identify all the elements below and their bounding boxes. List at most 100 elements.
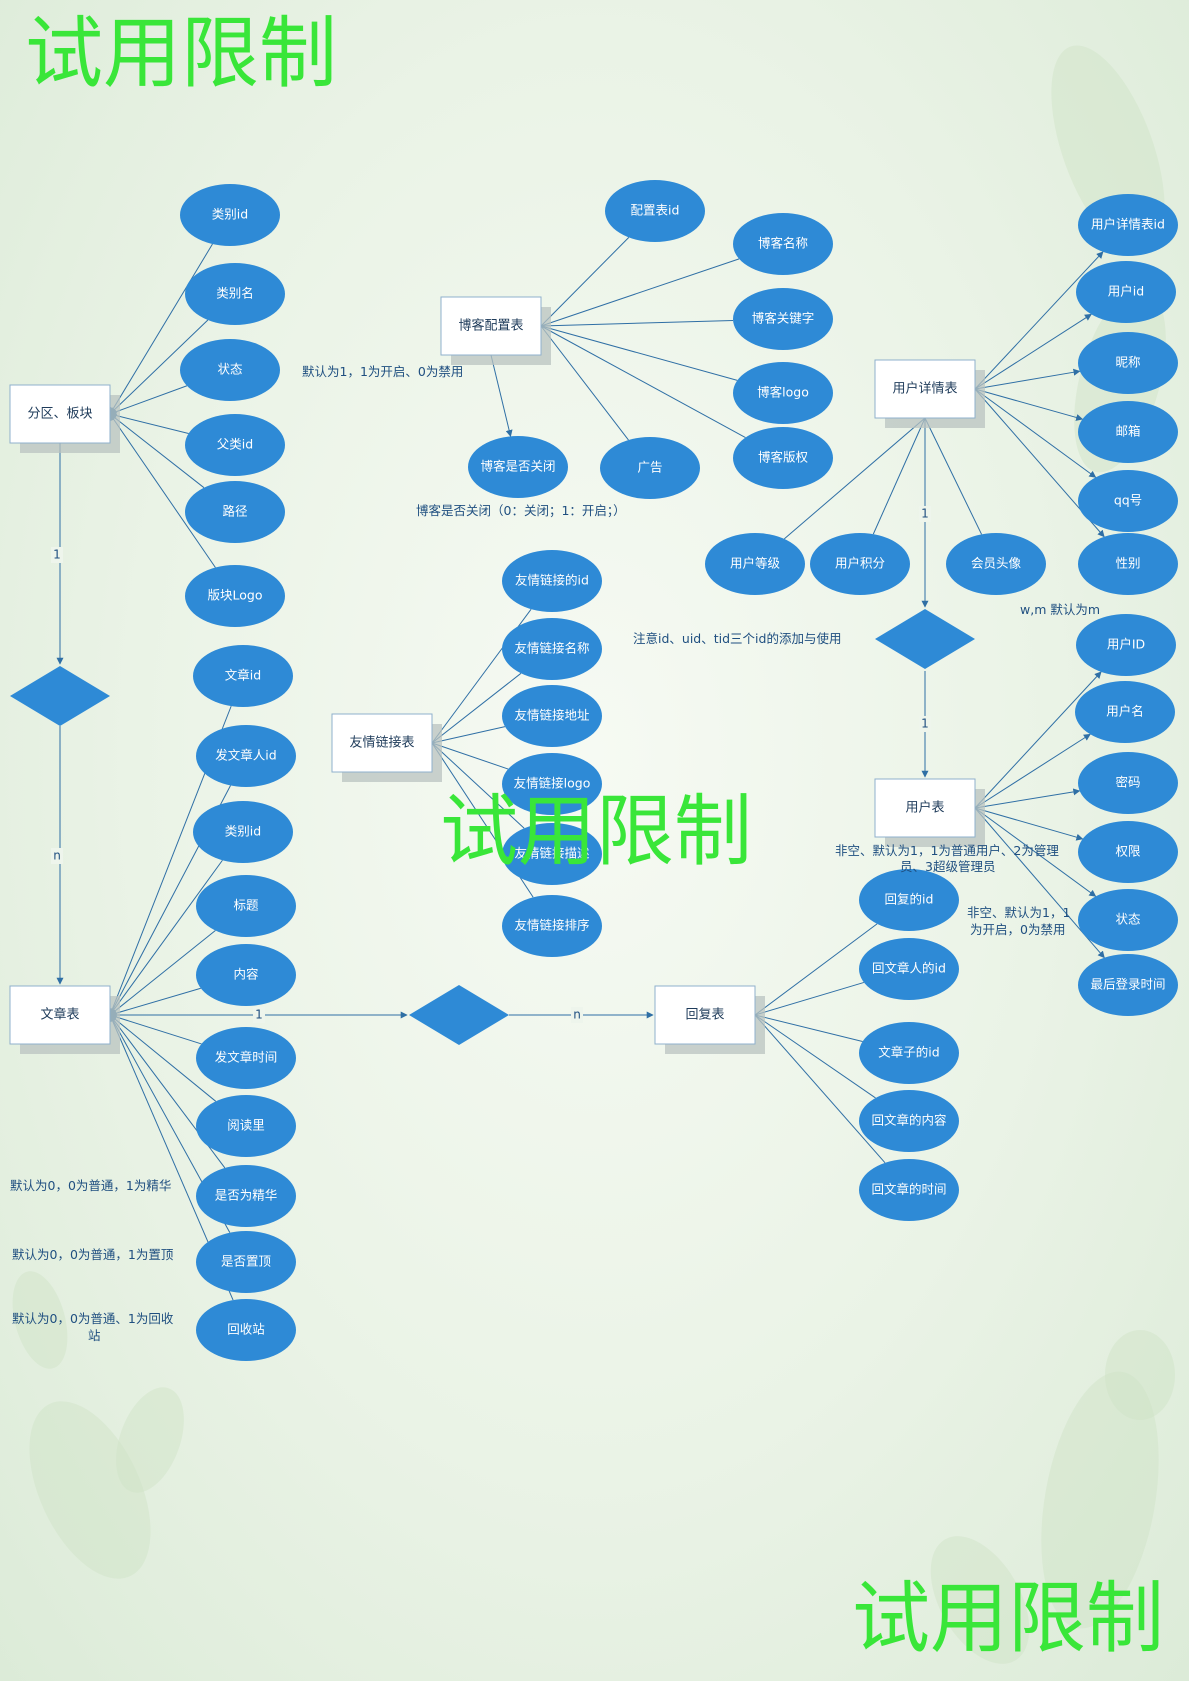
attribute-yonghuxiangqing-3: 邮箱 — [1078, 401, 1178, 463]
attribute-yonghu-1: 用户名 — [1075, 681, 1175, 743]
attribute-youqing-1: 友情链接名称 — [502, 618, 602, 680]
entity-box — [874, 778, 976, 838]
edge-bokepeizhi-attr-6 — [490, 354, 513, 438]
attribute-yonghuxiangqing-5: 性别 — [1078, 533, 1178, 595]
note-essence: 默认为0，0为普通，1为精华 — [10, 1178, 171, 1193]
entity-label: 友情链接表 — [349, 735, 414, 751]
relationship-diamond-r_wenzhang_huifu — [409, 985, 509, 1045]
attribute-label: 博客名称 — [758, 236, 808, 251]
edge-yonghuxiangqing-attr-7 — [872, 417, 926, 535]
attribute-label: 性别 — [1115, 556, 1140, 571]
entity-label: 博客配置表 — [458, 318, 523, 334]
entity-box — [9, 985, 111, 1045]
entity-box — [9, 384, 111, 444]
attribute-wenzhang-8: 是否置顶 — [196, 1231, 296, 1293]
attribute-yonghuxiangqing-6: 用户等级 — [705, 533, 805, 595]
attribute-wenzhang-7: 是否为精华 — [196, 1165, 296, 1227]
edge-yonghu-attr-2 — [974, 788, 1081, 809]
attribute-label: 父类id — [217, 437, 253, 452]
attribute-label: 广告 — [637, 460, 662, 475]
edge-youqing-attr-3 — [431, 742, 509, 770]
edge-yonghu-attr-1 — [974, 733, 1091, 809]
attribute-label: 文章子的id — [878, 1045, 939, 1060]
edge-bokepeizhi-attr-0 — [540, 237, 630, 327]
attribute-label: 友情链接排序 — [514, 918, 589, 933]
cardinality-label: 1 — [921, 507, 929, 521]
attribute-label: 内容 — [233, 967, 258, 982]
notes-layer: 默认为1，1为开启、0为禁用 博客是否关闭（0：关闭；1：开启；） w,m 默认… — [10, 364, 1100, 1343]
attribute-label: 阅读里 — [227, 1118, 265, 1133]
edge-fenqu-attr-2 — [109, 385, 188, 416]
edge-youqing-attr-1 — [431, 672, 522, 744]
attribute-wenzhang-0: 文章id — [193, 645, 293, 707]
edge-huifu-attr-4 — [754, 1014, 886, 1164]
attribute-label: 标题 — [233, 898, 259, 913]
attribute-label: 用户名 — [1106, 704, 1144, 719]
attribute-huifu-4: 回文章的时间 — [859, 1159, 959, 1221]
note-id-usage: 注意id、uid、tid三个id的添加与使用 — [633, 631, 841, 646]
entity-bokepeizhi: 博客配置表 — [440, 296, 551, 365]
attribute-label: 路径 — [222, 504, 247, 519]
watermark-bottom: 试用限制 — [852, 1574, 1164, 1664]
attribute-label: 回收站 — [227, 1322, 265, 1337]
edge-fenqu-attr-0 — [109, 243, 213, 415]
edge-yonghu-attr-3 — [974, 807, 1084, 841]
edge-bokepeizhi-attr-5 — [540, 325, 629, 441]
note-gender: w,m 默认为m — [1020, 602, 1100, 617]
attribute-huifu-2: 文章子的id — [859, 1022, 959, 1084]
entity-fenqu: 分区、板块 — [9, 384, 120, 453]
edge-huifu-attr-2 — [754, 1014, 863, 1043]
edge-fenqu-attr-3 — [109, 412, 189, 434]
relationship-diamond-r_xiangqing_yonghu — [875, 609, 975, 669]
edge-wenzhang-attr-2 — [109, 859, 223, 1016]
cardinality-label: 1 — [921, 717, 929, 731]
note-blog-closed: 博客是否关闭（0：关闭；1：开启；） — [416, 503, 626, 518]
attribute-label: 友情链接logo — [514, 776, 591, 791]
attribute-yonghu-0: 用户ID — [1076, 614, 1176, 676]
attribute-fenqu-0: 类别id — [180, 184, 280, 246]
note-user-status-1: 非空、默认为1，1 — [967, 905, 1070, 920]
edge-yonghuxiangqing-attr-4 — [974, 388, 1097, 478]
attribute-label: 发文章人id — [215, 748, 276, 763]
attribute-wenzhang-9: 回收站 — [196, 1299, 296, 1361]
watermarks: 试用限制 试用限制 试用限制 — [25, 9, 1164, 1664]
attribute-label: 用户ID — [1107, 637, 1145, 652]
attribute-label: 发文章时间 — [215, 1050, 278, 1065]
attribute-label: 友情链接描述 — [514, 846, 590, 861]
entity-label: 回复表 — [685, 1008, 724, 1023]
attribute-bokepeizhi-6: 博客是否关闭 — [468, 436, 568, 498]
cardinality-bg — [919, 716, 931, 732]
attribute-label: 用户详情表id — [1091, 217, 1165, 232]
attribute-label: 最后登录时间 — [1090, 977, 1165, 992]
attribute-bokepeizhi-4: 博客版权 — [733, 427, 833, 489]
attribute-yonghuxiangqing-2: 昵称 — [1078, 332, 1178, 394]
entity-yonghu: 用户表 — [874, 778, 985, 847]
entity-box — [874, 359, 976, 419]
note-top: 默认为0，0为普通，1为置顶 — [12, 1247, 174, 1262]
attribute-yonghuxiangqing-0: 用户详情表id — [1078, 194, 1178, 256]
attribute-yonghu-3: 权限 — [1078, 821, 1178, 883]
edge-bokepeizhi-attr-2 — [540, 319, 734, 327]
cardinality-bg — [51, 547, 63, 563]
edge-huifu-attr-3 — [754, 1014, 876, 1099]
attribute-wenzhang-5: 发文章时间 — [196, 1027, 296, 1089]
edge-bokepeizhi-attr-4 — [540, 325, 746, 438]
note-permission-1: 非空、默认为1，1为普通用户、2为管理 — [835, 843, 1059, 858]
attribute-wenzhang-3: 标题 — [196, 875, 296, 937]
attributes-layer: 类别id类别名状态父类id路径版块Logo文章id发文章人id类别id标题内容发… — [180, 180, 1178, 1361]
attribute-fenqu-4: 路径 — [185, 481, 285, 543]
attribute-label: 版块Logo — [208, 588, 263, 603]
attribute-label: 回文章的内容 — [871, 1113, 946, 1128]
edge-bokepeizhi-attr-1 — [540, 258, 740, 327]
relationship-diamond-r_fenqu_wenzhang — [10, 666, 110, 726]
attribute-label: 权限 — [1115, 844, 1141, 859]
attribute-label: 用户积分 — [835, 556, 885, 571]
cardinality-label: n — [573, 1008, 581, 1022]
watermark-middle: 试用限制 — [440, 787, 752, 877]
attribute-label: qq号 — [1114, 493, 1142, 508]
entity-box — [654, 985, 756, 1045]
attribute-yonghu-5: 最后登录时间 — [1078, 954, 1178, 1016]
edge-yonghuxiangqing-attr-0 — [974, 251, 1104, 390]
